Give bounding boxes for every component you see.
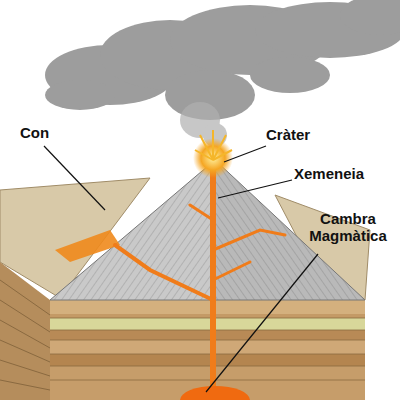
part-label: Cràter	[266, 126, 310, 143]
part-label: Cambra Magmàtica	[300, 210, 396, 245]
leader-line	[44, 146, 318, 392]
smoke-cloud	[45, 0, 400, 120]
part-label: Con	[20, 124, 49, 141]
part-label: Xemeneia	[294, 165, 364, 182]
magma-chamber	[180, 386, 250, 400]
magma-conduit	[115, 165, 285, 400]
